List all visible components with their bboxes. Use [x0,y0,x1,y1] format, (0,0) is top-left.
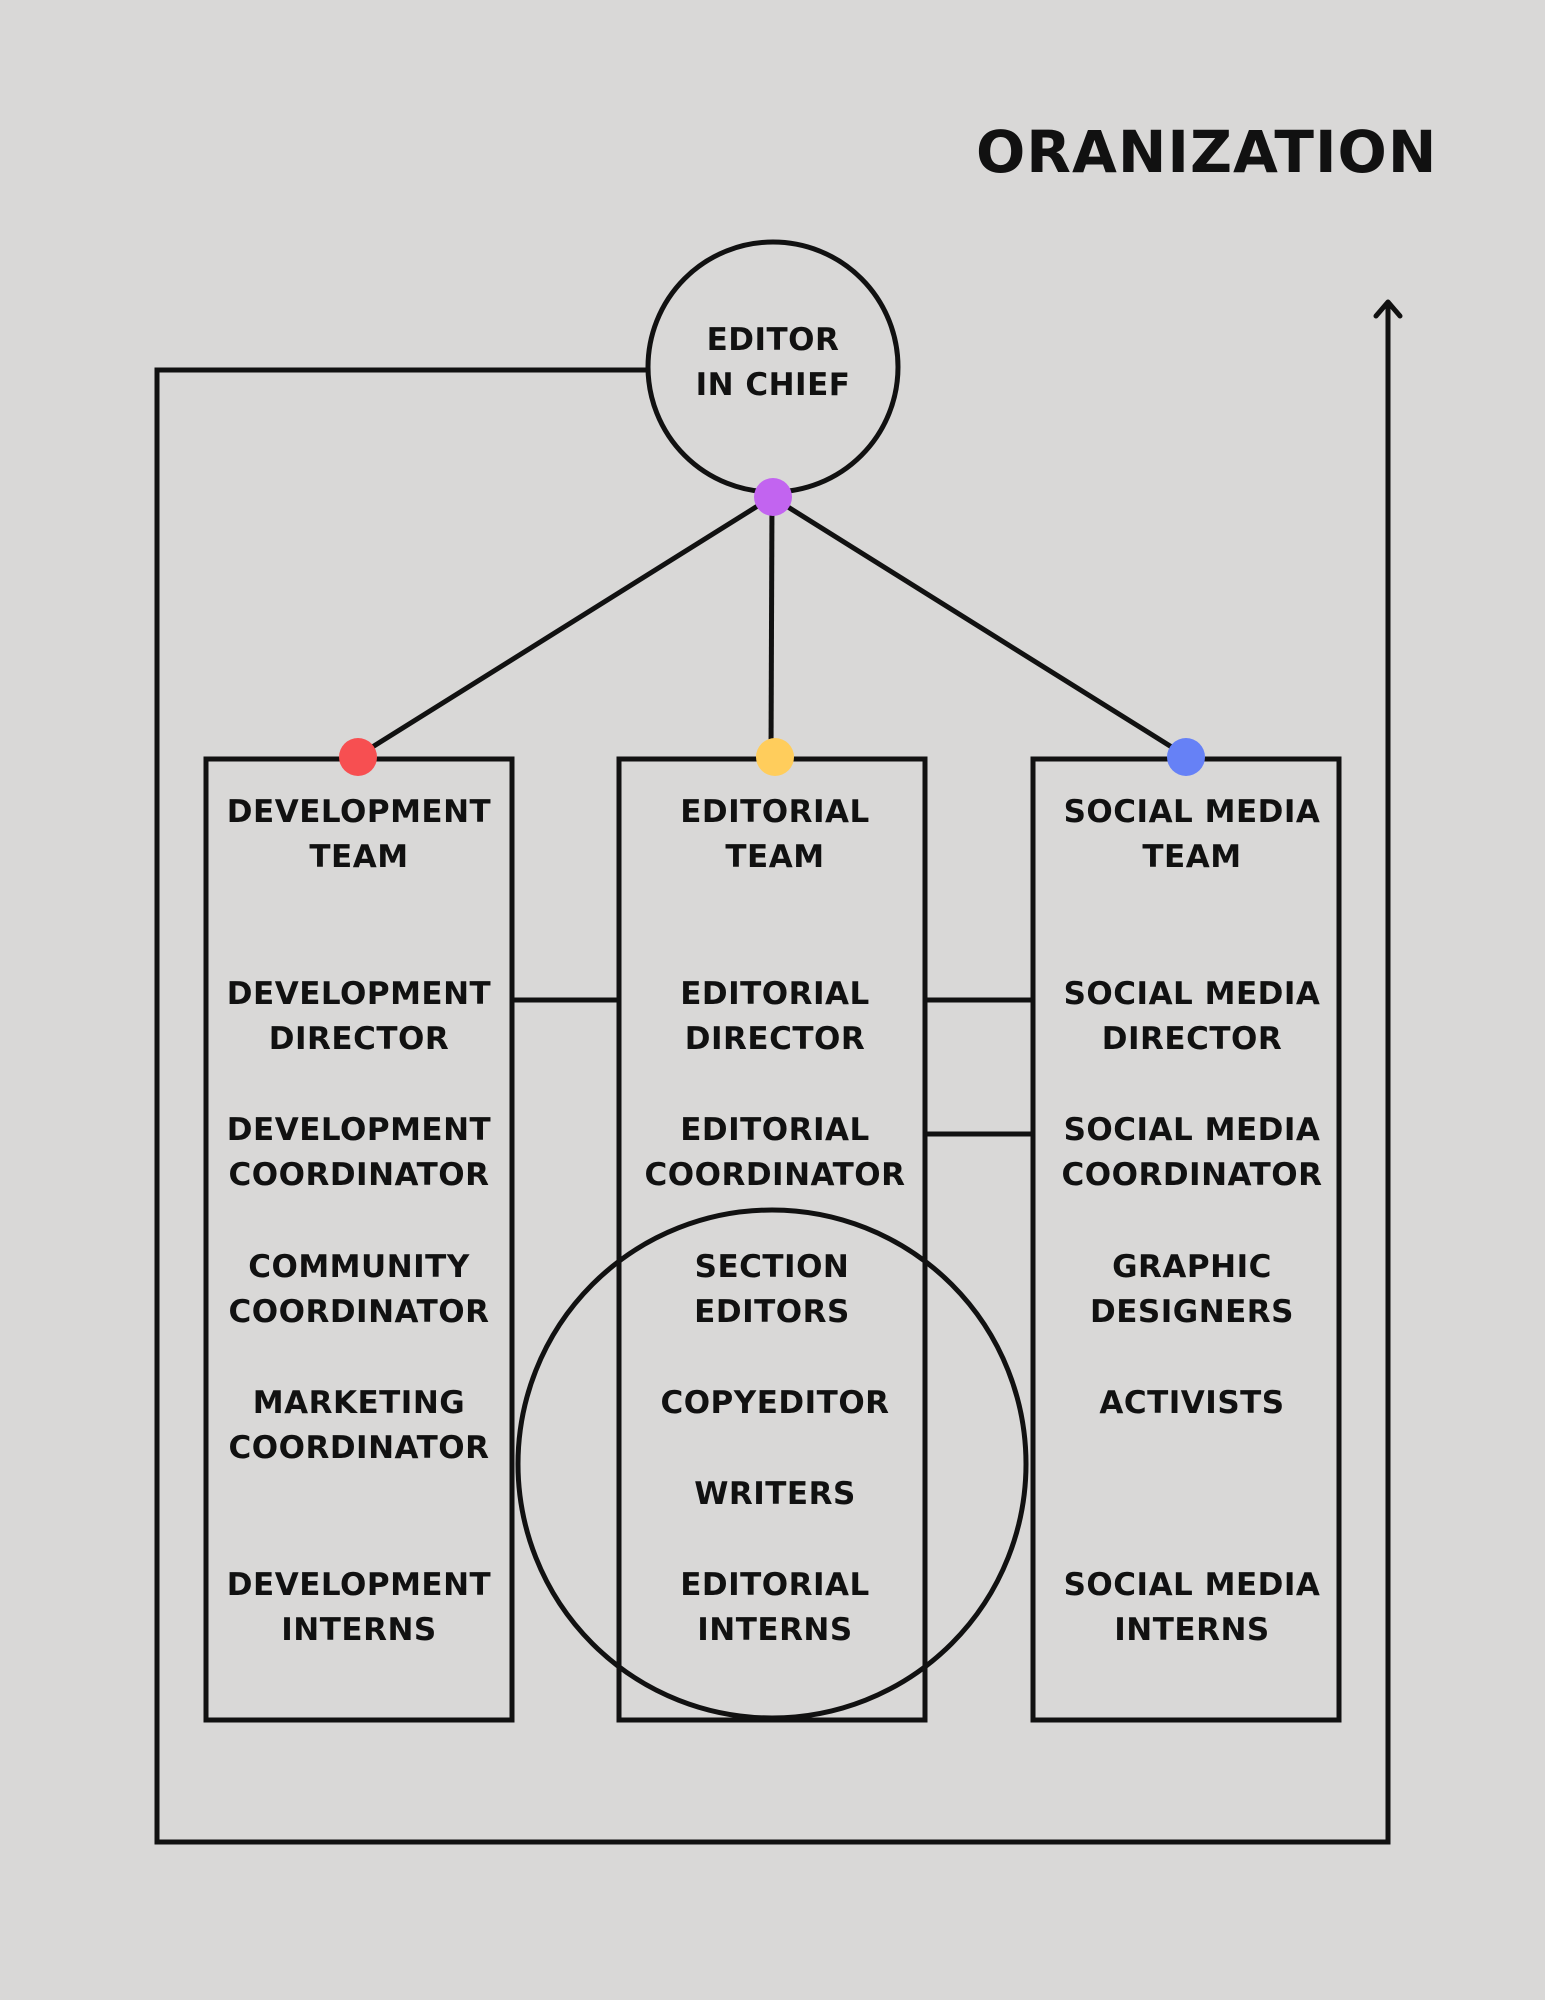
editor-in-chief-label: EDITOR IN CHIEF [695,322,851,403]
development-role: DEVELOPMENT COORDINATOR [226,1112,492,1193]
connector-chief-social [770,494,1188,759]
outer-loop-connector [154,304,1391,1845]
editorial-team-header: EDITORIAL TEAM [680,794,870,875]
editorial-group-circle [515,1207,1029,1721]
development-role: MARKETING COORDINATOR [228,1385,490,1466]
development-role: COMMUNITY COORDINATOR [228,1249,490,1330]
development-team-header: DEVELOPMENT TEAM [226,794,492,875]
editorial-dot-icon [756,738,794,776]
editorial-role: EDITORIAL INTERNS [680,1567,870,1648]
social-media-dot-icon [1167,738,1205,776]
connector-chief-editorial [768,496,775,757]
social-media-role: SOCIAL MEDIA INTERNS [1063,1567,1321,1648]
editorial-role: WRITERS [694,1476,856,1512]
editorial-role: EDITORIAL DIRECTOR [680,976,870,1057]
social-media-role: ACTIVISTS [1099,1385,1285,1421]
editorial-role: EDITORIAL COORDINATOR [644,1112,906,1193]
arrow-head-icon [1373,299,1403,319]
page-title: ORANIZATION [976,118,1438,186]
development-role: DEVELOPMENT DIRECTOR [226,976,492,1057]
editorial-role: SECTION EDITORS [694,1249,850,1330]
editorial-role: COPYEDITOR [660,1385,890,1421]
connector-chief-development [356,494,774,759]
social-media-team-header: SOCIAL MEDIA TEAM [1063,794,1321,875]
social-media-role: SOCIAL MEDIA DIRECTOR [1063,976,1321,1057]
social-media-role: SOCIAL MEDIA COORDINATOR [1061,1112,1323,1193]
chief-dot-icon [754,478,792,516]
social-media-role: GRAPHIC DESIGNERS [1089,1249,1295,1330]
development-role: DEVELOPMENT INTERNS [226,1567,492,1648]
development-dot-icon [339,738,377,776]
